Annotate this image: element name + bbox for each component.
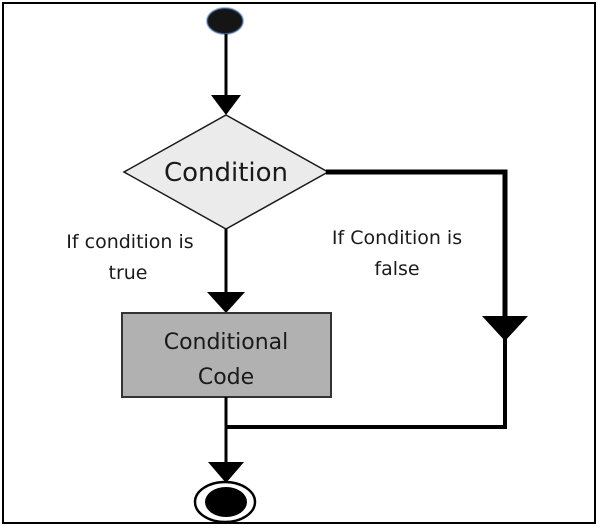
true-branch-label-line2: true bbox=[109, 262, 148, 284]
arrowhead-into-decision bbox=[211, 95, 241, 115]
decision-label: Condition bbox=[164, 158, 288, 188]
false-branch-label-line1: If Condition is bbox=[332, 227, 462, 249]
arrowhead-into-process bbox=[207, 292, 245, 313]
process-rect bbox=[121, 312, 332, 398]
false-branch-label-line2: false bbox=[374, 258, 419, 280]
arrowhead-false-branch bbox=[482, 316, 528, 341]
process-label-line1: Conditional bbox=[164, 330, 289, 355]
start-node bbox=[206, 7, 244, 35]
true-branch-label-line1: If condition is bbox=[66, 231, 193, 253]
frame-border bbox=[2, 2, 596, 524]
arrowhead-into-end bbox=[208, 462, 244, 483]
end-node-inner bbox=[205, 487, 247, 517]
process-label-line2: Code bbox=[198, 365, 254, 390]
